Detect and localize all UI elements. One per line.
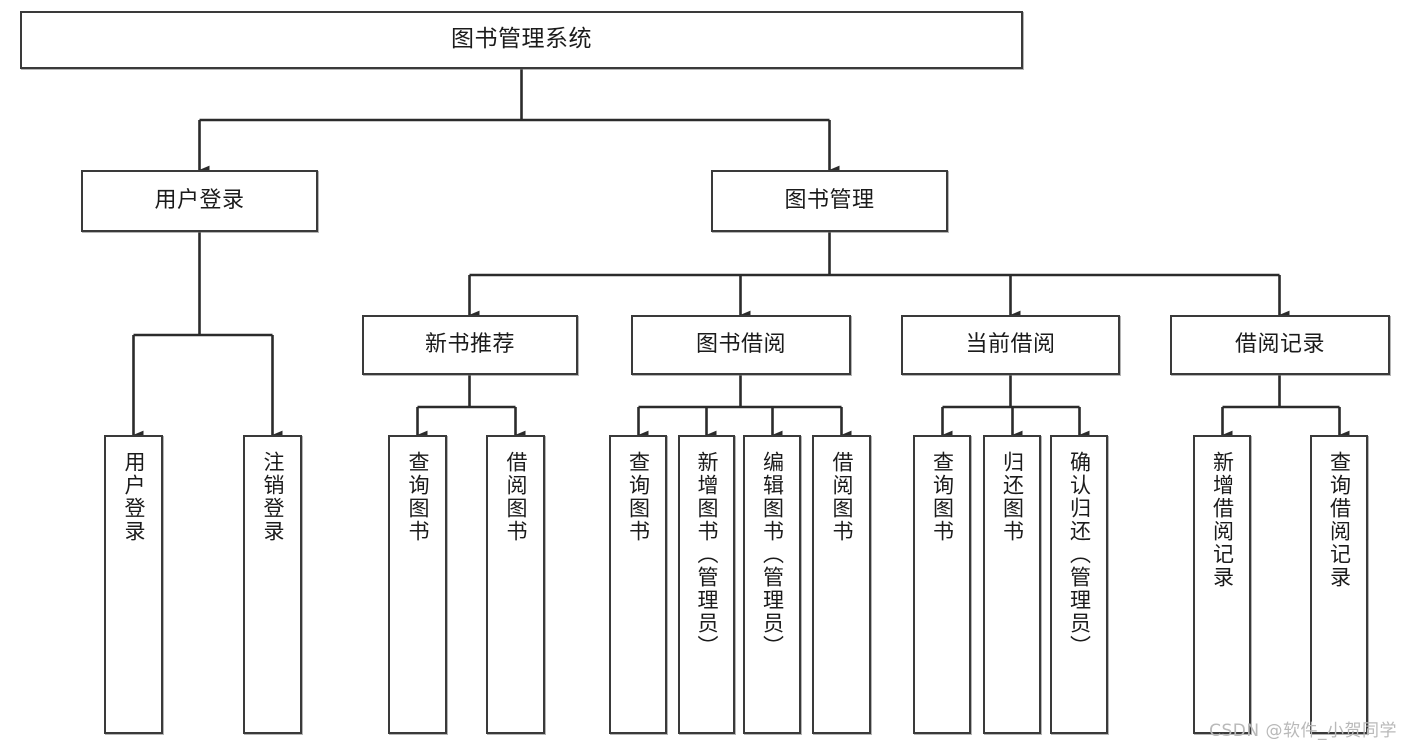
- node-root[interactable]: 图书管理系统: [20, 11, 1023, 69]
- node-leaf-borrow-book-label: 借阅图书: [830, 451, 855, 543]
- node-book-borrow-label: 图书借阅: [695, 332, 786, 358]
- node-leaf-return-book-label: 归还图书: [1000, 451, 1025, 543]
- node-leaf-edit-book-label: 编辑图书（管理员）: [760, 451, 785, 658]
- node-leaf-confirm-return[interactable]: 确认归还（管理员）: [1050, 435, 1108, 734]
- node-book-manage-label: 图书管理: [784, 188, 875, 214]
- csdn-watermark: CSDN @软件_小贺同学: [1209, 721, 1397, 741]
- node-leaf-query-book-current[interactable]: 查询图书: [913, 435, 971, 734]
- node-new-book-recommend[interactable]: 新书推荐: [362, 315, 578, 375]
- node-leaf-user-login[interactable]: 用户登录: [104, 435, 163, 734]
- node-leaf-add-borrow-record-label: 新增借阅记录: [1210, 451, 1235, 589]
- node-leaf-add-book-label: 新增图书（管理员）: [695, 451, 720, 658]
- node-new-book-recommend-label: 新书推荐: [424, 332, 515, 358]
- node-leaf-return-book[interactable]: 归还图书: [983, 435, 1041, 734]
- node-borrow-record[interactable]: 借阅记录: [1170, 315, 1390, 375]
- node-leaf-edit-book[interactable]: 编辑图书（管理员）: [743, 435, 801, 734]
- node-current-borrow-label: 当前借阅: [965, 332, 1056, 358]
- node-user-login-label: 用户登录: [154, 188, 245, 214]
- node-leaf-add-book[interactable]: 新增图书（管理员）: [678, 435, 735, 734]
- node-leaf-user-login-label: 用户登录: [122, 451, 147, 543]
- node-leaf-borrow-book-recommend[interactable]: 借阅图书: [486, 435, 545, 734]
- node-leaf-add-borrow-record[interactable]: 新增借阅记录: [1193, 435, 1251, 734]
- node-leaf-query-borrow-record-label: 查询借阅记录: [1327, 451, 1352, 589]
- node-leaf-query-book-borrow[interactable]: 查询图书: [609, 435, 667, 734]
- node-root-label: 图书管理系统: [451, 26, 592, 53]
- node-leaf-logout[interactable]: 注销登录: [243, 435, 302, 734]
- node-leaf-query-book-recommend-label: 查询图书: [406, 451, 431, 543]
- node-book-borrow[interactable]: 图书借阅: [631, 315, 851, 375]
- node-current-borrow[interactable]: 当前借阅: [901, 315, 1120, 375]
- node-leaf-query-book-recommend[interactable]: 查询图书: [388, 435, 447, 734]
- node-leaf-query-book-current-label: 查询图书: [930, 451, 955, 543]
- node-leaf-query-book-borrow-label: 查询图书: [626, 451, 651, 543]
- node-leaf-borrow-book-recommend-label: 借阅图书: [504, 451, 529, 543]
- node-leaf-confirm-return-label: 确认归还（管理员）: [1067, 451, 1092, 658]
- node-book-manage[interactable]: 图书管理: [711, 170, 948, 232]
- node-leaf-query-borrow-record[interactable]: 查询借阅记录: [1310, 435, 1368, 734]
- node-leaf-logout-label: 注销登录: [261, 451, 286, 543]
- node-user-login[interactable]: 用户登录: [81, 170, 318, 232]
- node-borrow-record-label: 借阅记录: [1234, 332, 1325, 358]
- node-leaf-borrow-book[interactable]: 借阅图书: [812, 435, 871, 734]
